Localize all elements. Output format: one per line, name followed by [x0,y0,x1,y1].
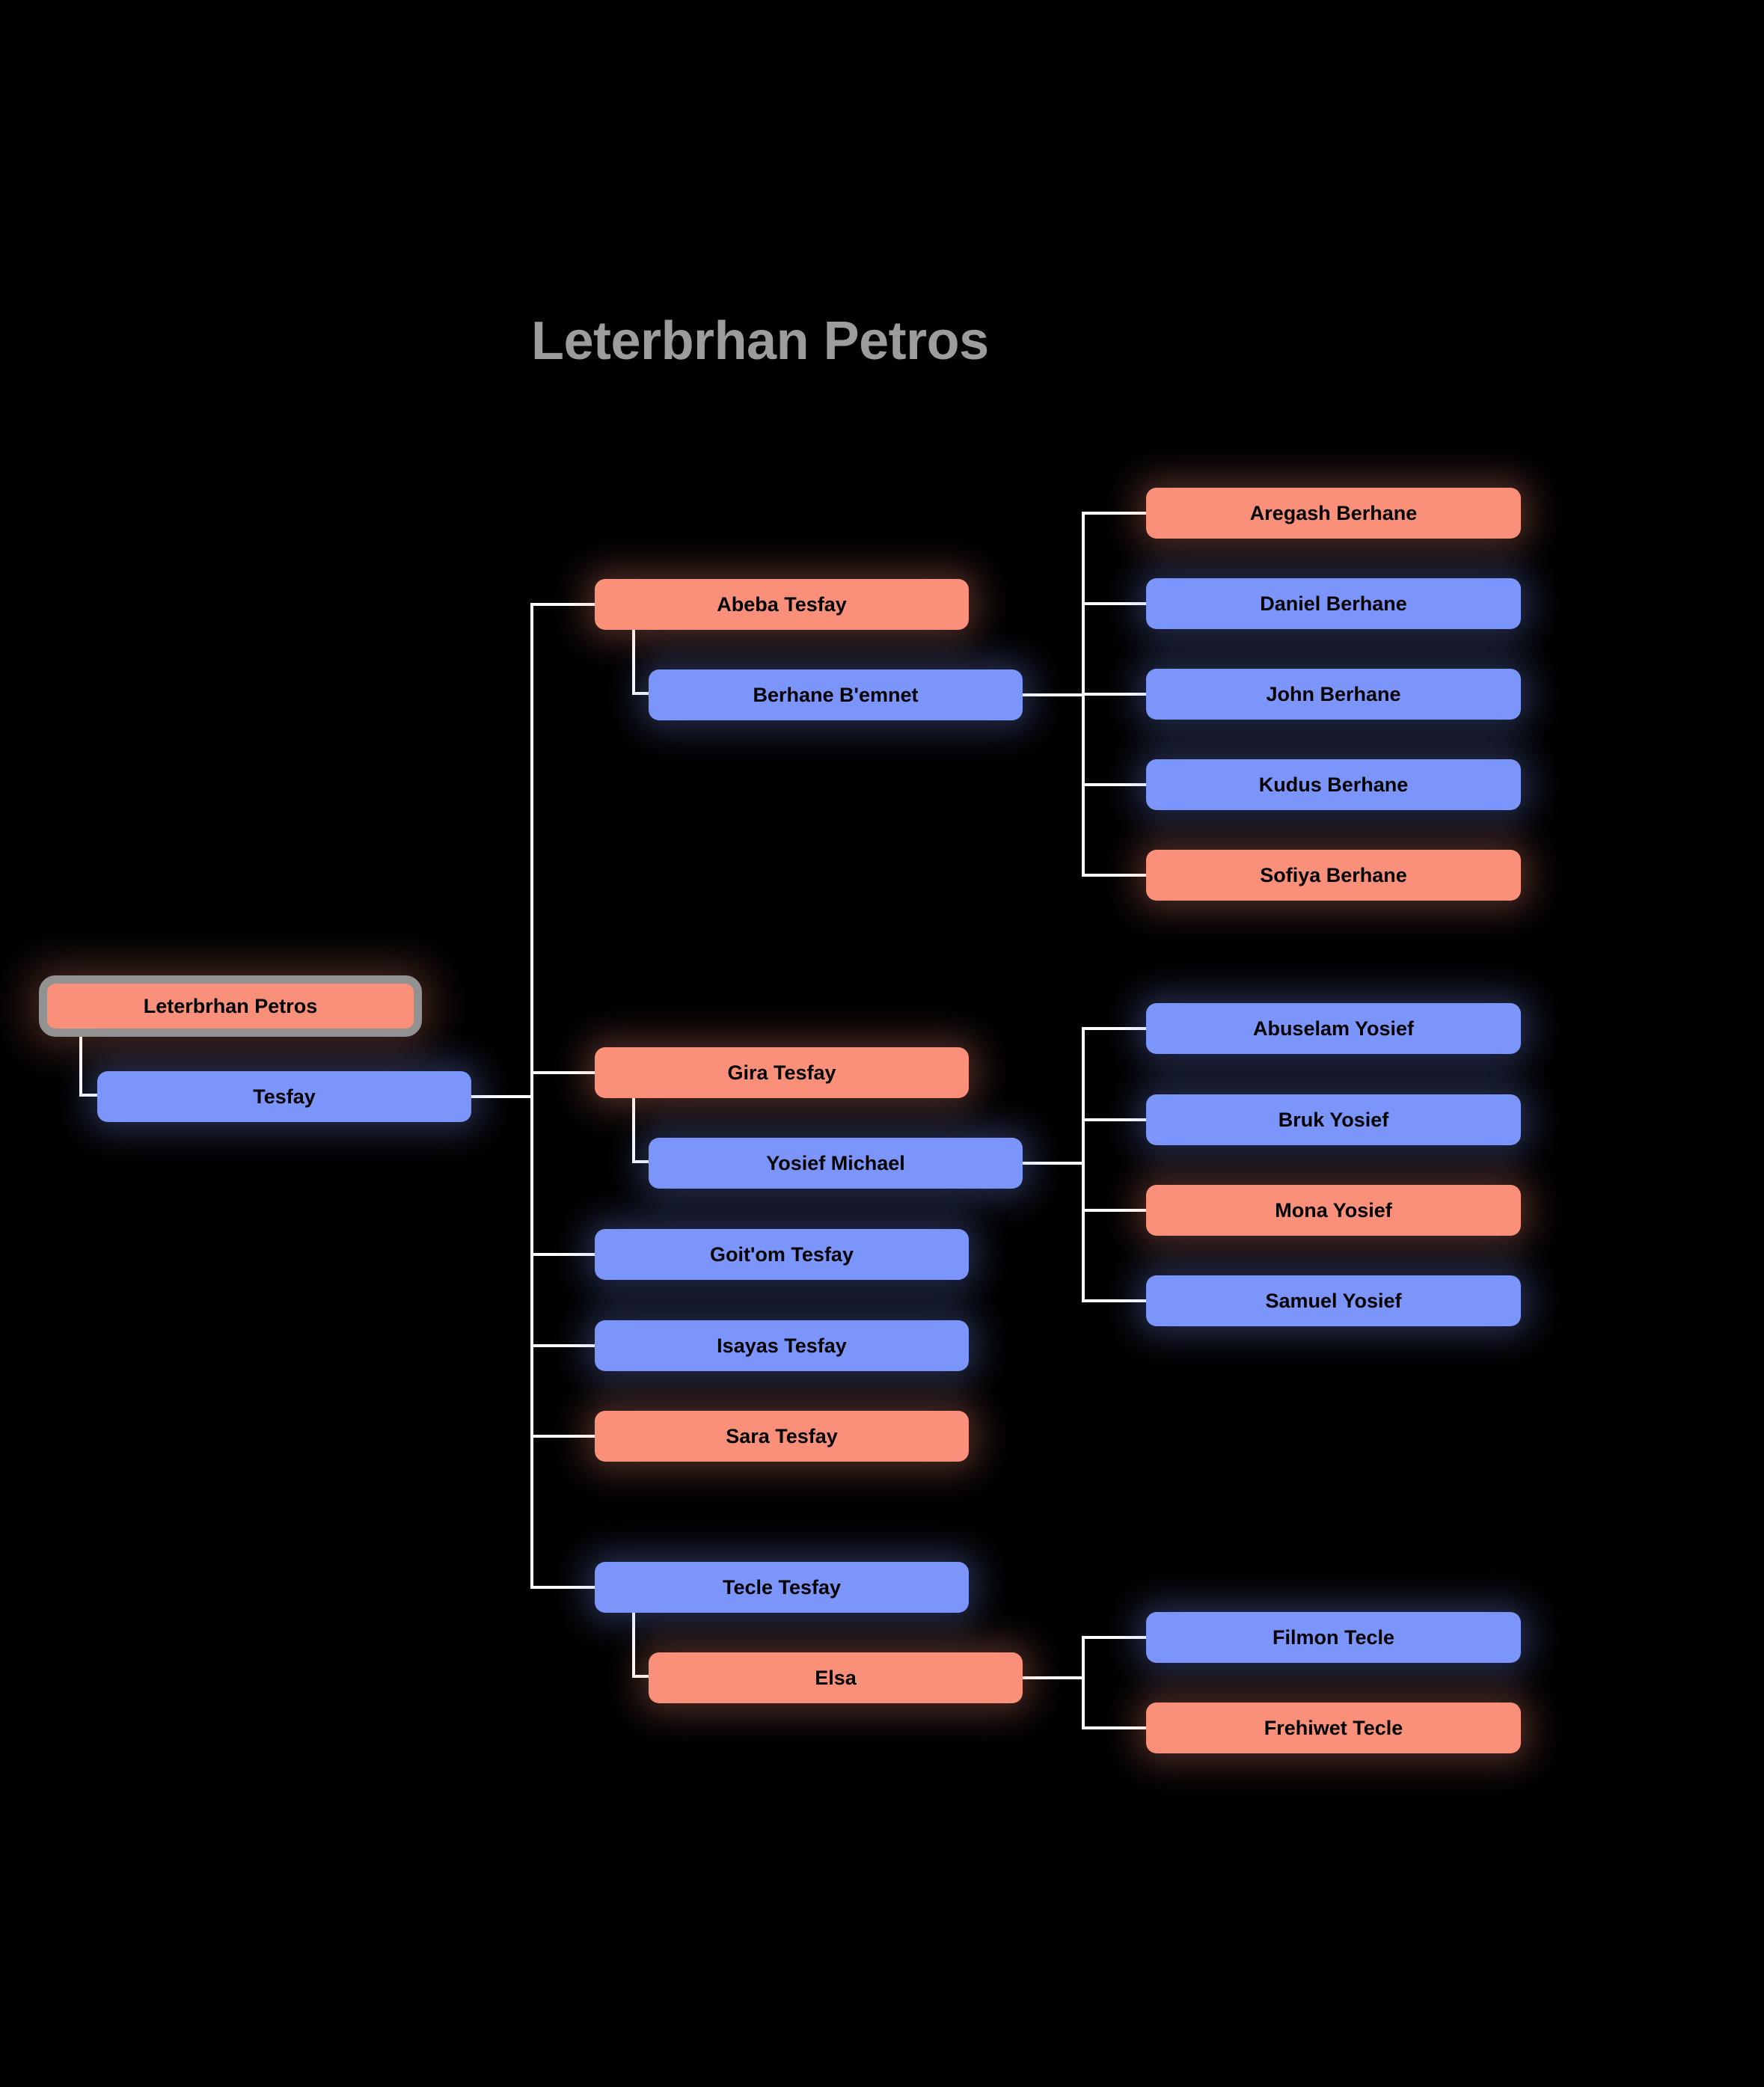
edge-gc-samuel [1082,1299,1148,1302]
person-name-label: Leterbrhan Petros [143,994,318,1017]
edge-berhane-stub [1023,693,1085,696]
edge-tecle-spouse-h [632,1675,650,1678]
edge-gc-frehiwet [1082,1726,1148,1729]
person-name-label: Yosief Michael [766,1151,905,1174]
person-node-mona-yosief[interactable]: Mona Yosief [1146,1185,1521,1236]
edge-child-tecle [530,1586,596,1589]
person-name-label: Frehiwet Tecle [1264,1716,1403,1739]
edge-gc-john [1082,693,1148,696]
edge-tesfay-stub [471,1095,533,1098]
person-node-gira-tesfay[interactable]: Gira Tesfay [595,1047,969,1098]
page-title: Leterbrhan Petros [531,311,989,371]
edge-tecle-spouse-v [632,1613,635,1678]
edge-gc-abuselam [1082,1027,1148,1030]
person-name-label: John Berhane [1266,682,1401,705]
person-name-label: Elsa [815,1666,857,1689]
edge-gc-kudus [1082,783,1148,786]
person-node-tesfay[interactable]: Tesfay [97,1071,471,1122]
edge-elsa-stub [1023,1676,1085,1679]
edge-child-gira [530,1071,596,1074]
edge-child-sara [530,1435,596,1438]
person-node-bruk-yosief[interactable]: Bruk Yosief [1146,1094,1521,1145]
edge-gc-daniel [1082,602,1148,605]
person-name-label: Berhane B'emnet [753,683,919,706]
person-name-label: Abuselam Yosief [1252,1017,1415,1040]
person-node-elsa[interactable]: Elsa [649,1652,1023,1703]
person-node-abeba-tesfay[interactable]: Abeba Tesfay [595,579,969,630]
person-name-label: Goit'om Tesfay [710,1242,854,1266]
person-name-label: Gira Tesfay [727,1061,836,1084]
edge-child-isayas [530,1344,596,1347]
person-name-label: Tesfay [253,1085,316,1108]
person-name-label: Filmon Tecle [1272,1625,1395,1649]
edge-child-abeba [530,603,596,606]
person-node-frehiwet-tecle[interactable]: Frehiwet Tecle [1146,1703,1521,1753]
person-node-john-berhane[interactable]: John Berhane [1146,669,1521,720]
person-name-label: Sofiya Berhane [1260,863,1407,886]
person-node-sara-tesfay[interactable]: Sara Tesfay [595,1411,969,1462]
edge-gc-filmon [1082,1636,1148,1639]
edge-child-goitom [530,1253,596,1256]
person-name-label: Kudus Berhane [1258,773,1409,796]
person-name-label: Mona Yosief [1275,1198,1392,1222]
person-node-tecle-tesfay[interactable]: Tecle Tesfay [595,1562,969,1613]
edge-root-to-spouse-h [79,1094,100,1097]
person-name-label: Aregash Berhane [1249,501,1418,524]
person-name-label: Bruk Yosief [1278,1108,1389,1131]
person-node-berhane-bemnet[interactable]: Berhane B'emnet [649,669,1023,720]
person-name-label: Daniel Berhane [1260,592,1407,615]
edge-gira-spouse-v [632,1098,635,1163]
person-node-leterbrhan-petros[interactable]: Leterbrhan Petros [39,975,422,1037]
edge-yosief-trunk [1082,1027,1085,1301]
person-node-filmon-tecle[interactable]: Filmon Tecle [1146,1612,1521,1663]
person-name-label: Isayas Tesfay [717,1334,847,1357]
edge-abeba-spouse-v [632,630,635,695]
person-node-abuselam-yosief[interactable]: Abuselam Yosief [1146,1003,1521,1054]
person-node-isayas-tesfay[interactable]: Isayas Tesfay [595,1320,969,1371]
person-node-samuel-yosief[interactable]: Samuel Yosief [1146,1275,1521,1326]
person-node-aregash-berhane[interactable]: Aregash Berhane [1146,488,1521,539]
edge-gc-bruk [1082,1118,1148,1121]
person-node-sofiya-berhane[interactable]: Sofiya Berhane [1146,850,1521,901]
edge-gc-mona [1082,1209,1148,1212]
edge-gc-aregash [1082,512,1148,515]
edge-abeba-spouse-h [632,692,650,695]
person-name-label: Abeba Tesfay [717,592,847,616]
person-name-label: Samuel Yosief [1265,1289,1402,1312]
person-node-yosief-michael[interactable]: Yosief Michael [649,1138,1023,1189]
person-name-label: Sara Tesfay [726,1424,838,1447]
person-name-label: Tecle Tesfay [722,1575,842,1599]
edge-gc-sofiya [1082,874,1148,877]
person-node-daniel-berhane[interactable]: Daniel Berhane [1146,578,1521,629]
person-node-kudus-berhane[interactable]: Kudus Berhane [1146,759,1521,810]
edge-children-trunk [530,603,533,1589]
person-node-goitom-tesfay[interactable]: Goit'om Tesfay [595,1229,969,1280]
edge-root-to-spouse-v [79,1037,82,1097]
edge-gira-spouse-h [632,1160,650,1163]
edge-tecle-trunk [1082,1636,1085,1729]
edge-yosief-stub [1023,1162,1085,1165]
